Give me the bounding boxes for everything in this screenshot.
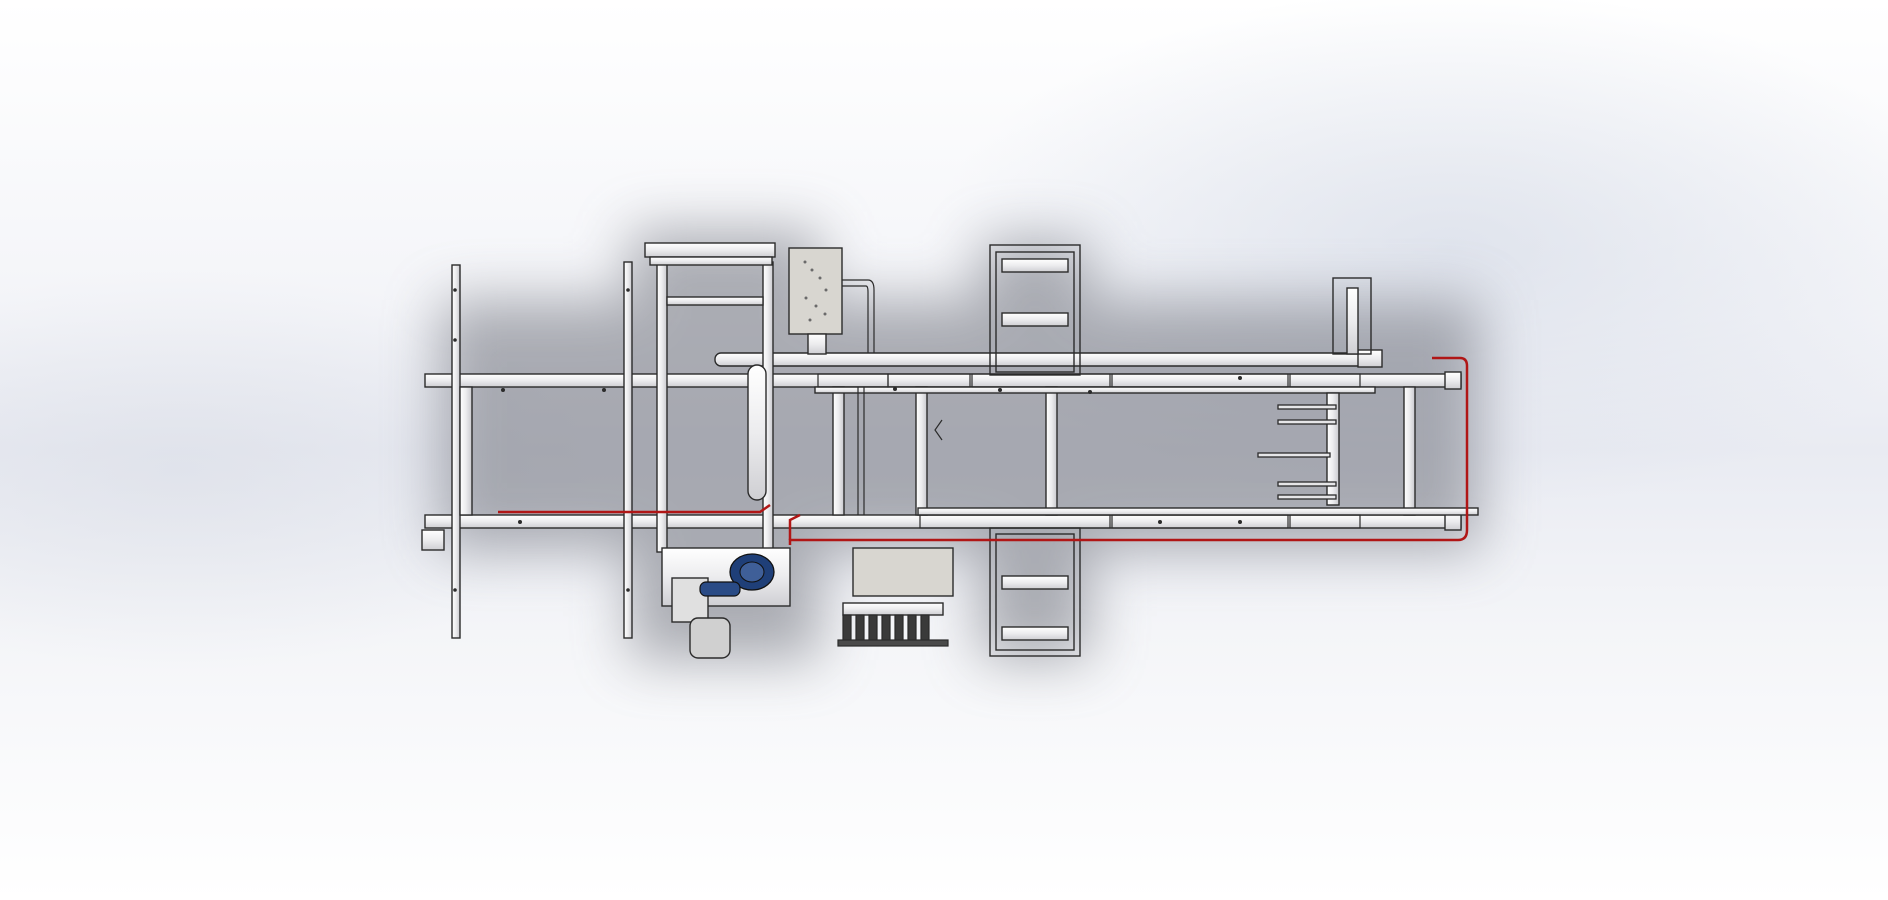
vertical-pipe xyxy=(747,364,767,501)
drive-upright-left xyxy=(656,261,668,553)
upper-long-tube xyxy=(714,352,1366,367)
cross-member-2 xyxy=(915,386,928,516)
lift-frame-top xyxy=(989,244,1081,376)
top-rail-end-cap xyxy=(1444,371,1462,390)
right-stop-post-inner xyxy=(1346,287,1359,355)
blue-motor-icon xyxy=(699,553,775,597)
cross-member-3 xyxy=(1045,386,1058,516)
control-box-top xyxy=(788,247,843,335)
right-pin-assembly xyxy=(1257,404,1337,500)
upper-tube-end xyxy=(1357,349,1383,368)
pipe-bends xyxy=(842,279,943,515)
control-box-bracket xyxy=(807,333,827,355)
drive-top-bar-2 xyxy=(649,256,773,266)
lift-frame-top-inner xyxy=(995,251,1075,373)
drive-crossbar xyxy=(666,296,764,306)
cross-member-4 xyxy=(1403,386,1416,516)
lift-frame-bottom-bar2 xyxy=(1001,626,1069,641)
valve-panel xyxy=(852,547,954,597)
model-shadow xyxy=(440,230,1480,660)
rail-fasteners xyxy=(453,288,1242,592)
drive-top-bar xyxy=(644,242,776,258)
lift-frame-bottom-bar1 xyxy=(1001,575,1069,590)
lift-frame-top-bar2 xyxy=(1001,312,1069,327)
left-inner-post xyxy=(459,386,473,516)
gearbox-lower xyxy=(689,617,731,659)
valve-bank xyxy=(842,602,944,616)
right-guide-bar xyxy=(1326,392,1340,506)
cross-member-1 xyxy=(832,386,845,516)
top-inner-rail xyxy=(814,386,1376,394)
bottom-main-rail xyxy=(424,514,1462,529)
valve-manifold-icon xyxy=(837,614,949,647)
lift-frame-bottom-inner xyxy=(995,533,1075,651)
left-end-post xyxy=(451,264,461,639)
left-second-post xyxy=(623,261,633,639)
bottom-inner-rail xyxy=(917,507,1479,516)
top-main-rail xyxy=(424,373,1462,388)
red-hose xyxy=(498,356,1469,545)
lift-frame-top-bar1 xyxy=(1001,258,1069,273)
left-bracket xyxy=(421,529,445,551)
roller-separators xyxy=(817,373,1361,529)
control-box-details xyxy=(803,260,828,322)
